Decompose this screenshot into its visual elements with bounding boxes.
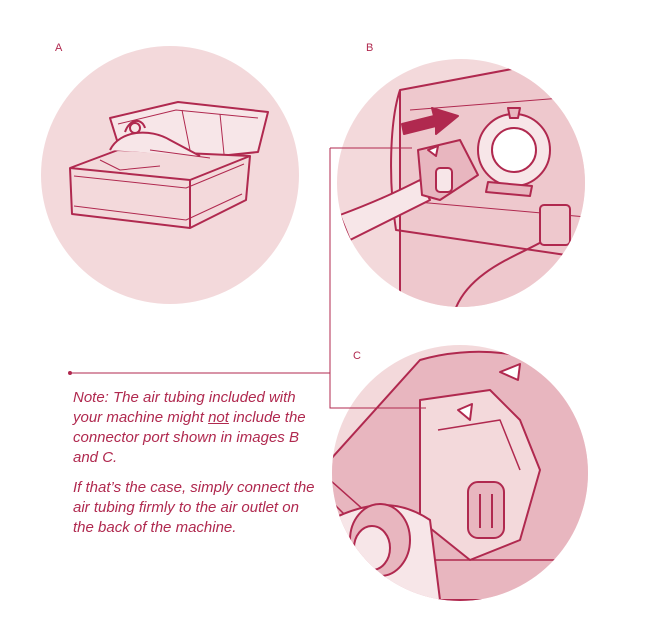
- panel-label-b: B: [366, 42, 374, 54]
- panel-b-illustration: [337, 59, 585, 307]
- panel-label-c: C: [353, 350, 361, 362]
- callout-dot: [68, 371, 72, 375]
- carry-bag-icon: [69, 101, 269, 229]
- connector-closeup-icon: [332, 350, 588, 601]
- panel-c-illustration: [332, 345, 588, 601]
- callout-line-vertical: [329, 148, 426, 409]
- note-text: Note: The air tubing included with your …: [73, 388, 318, 548]
- panel-label-a: A: [55, 42, 63, 54]
- panel-a-illustration: [41, 46, 299, 304]
- callout-leader: [68, 147, 426, 409]
- note-paragraph-1: Note: The air tubing included with your …: [73, 388, 318, 468]
- note-text-part: Note: The air tubing included with your …: [73, 389, 296, 426]
- note-paragraph-2: If that’s the case, simply connect the a…: [73, 479, 315, 536]
- note-text-part: include the connector port shown in imag…: [73, 409, 306, 466]
- note-emphasis: not: [208, 409, 229, 426]
